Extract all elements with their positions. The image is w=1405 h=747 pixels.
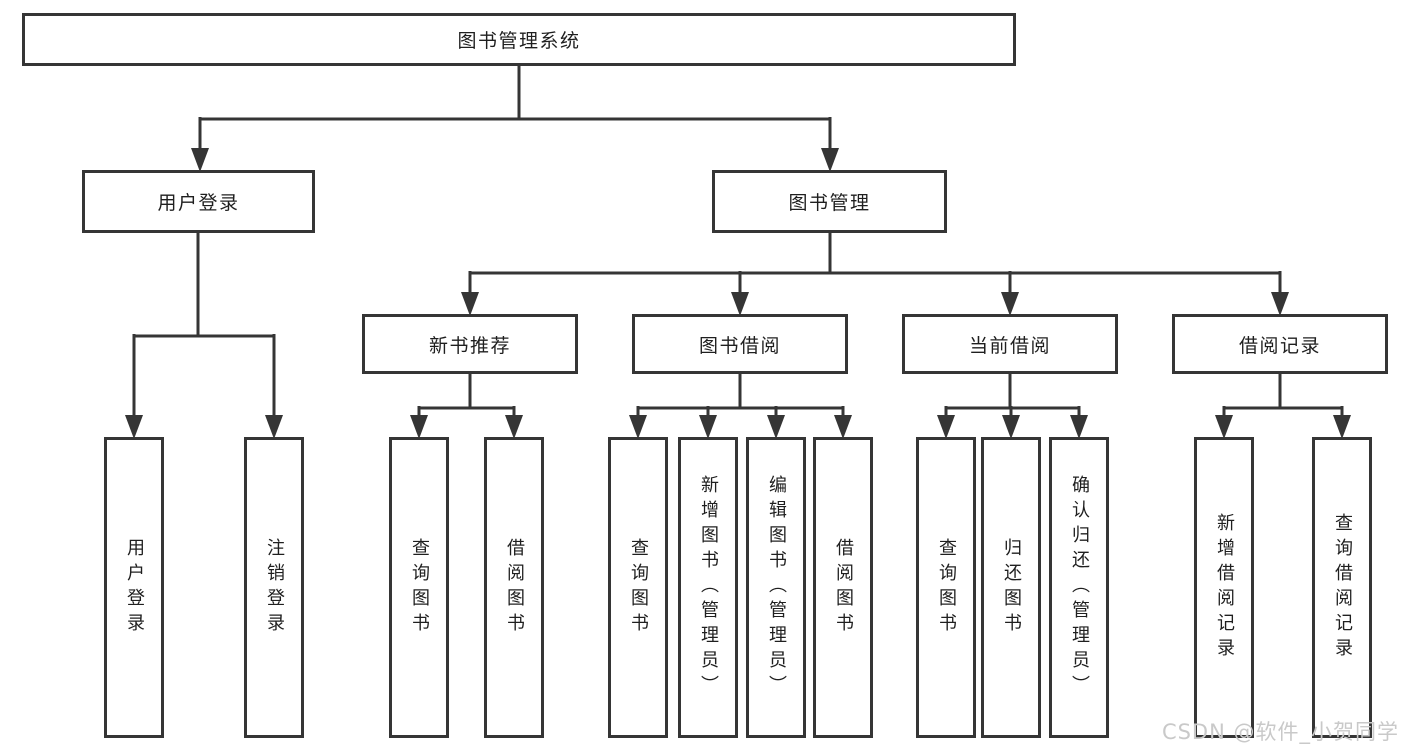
node-library-system: 图书管理系统	[22, 13, 1016, 66]
leaf-logout: 注销登录	[244, 437, 304, 738]
node-book-management: 图书管理	[712, 170, 947, 233]
node-current-borrowing: 当前借阅	[902, 314, 1118, 374]
leaf-query-books-current: 查询图书	[916, 437, 976, 738]
arrowhead-down-icon	[1333, 415, 1351, 439]
arrowhead-down-icon	[699, 415, 717, 439]
leaf-query-books-borrowing: 查询图书	[608, 437, 668, 738]
leaf-query-borrow-record: 查询借阅记录	[1312, 437, 1372, 738]
leaf-user-login: 用户登录	[104, 437, 164, 738]
leaf-borrow-books: 借阅图书	[813, 437, 873, 738]
arrowhead-down-icon	[1070, 415, 1088, 439]
leaf-return-books: 归还图书	[981, 437, 1041, 738]
arrowhead-down-icon	[821, 148, 839, 172]
arrowhead-down-icon	[1001, 292, 1019, 316]
arrowhead-down-icon	[937, 415, 955, 439]
arrowhead-down-icon	[767, 415, 785, 439]
csdn-watermark: CSDN @软件_小贺同学	[1161, 720, 1399, 744]
node-borrowing-records: 借阅记录	[1172, 314, 1388, 374]
arrowhead-down-icon	[461, 292, 479, 316]
arrowhead-down-icon	[1215, 415, 1233, 439]
leaf-add-books-admin: 新增图书（管理员）	[678, 437, 738, 738]
leaf-borrow-books-recommend: 借阅图书	[484, 437, 544, 738]
arrowhead-down-icon	[834, 415, 852, 439]
arrowhead-down-icon	[410, 415, 428, 439]
arrowhead-down-icon	[629, 415, 647, 439]
leaf-confirm-return-admin: 确认归还（管理员）	[1049, 437, 1109, 738]
arrowhead-down-icon	[265, 415, 283, 439]
arrowhead-down-icon	[1271, 292, 1289, 316]
node-user-login: 用户登录	[82, 170, 315, 233]
leaf-query-books-recommend: 查询图书	[389, 437, 449, 738]
arrowhead-down-icon	[191, 148, 209, 172]
leaf-add-borrow-record: 新增借阅记录	[1194, 437, 1254, 738]
arrowhead-down-icon	[505, 415, 523, 439]
node-book-borrowing: 图书借阅	[632, 314, 848, 374]
arrowhead-down-icon	[731, 292, 749, 316]
leaf-edit-books-admin: 编辑图书（管理员）	[746, 437, 806, 738]
arrowhead-down-icon	[125, 415, 143, 439]
node-new-book-recommend: 新书推荐	[362, 314, 578, 374]
arrowhead-down-icon	[1002, 415, 1020, 439]
